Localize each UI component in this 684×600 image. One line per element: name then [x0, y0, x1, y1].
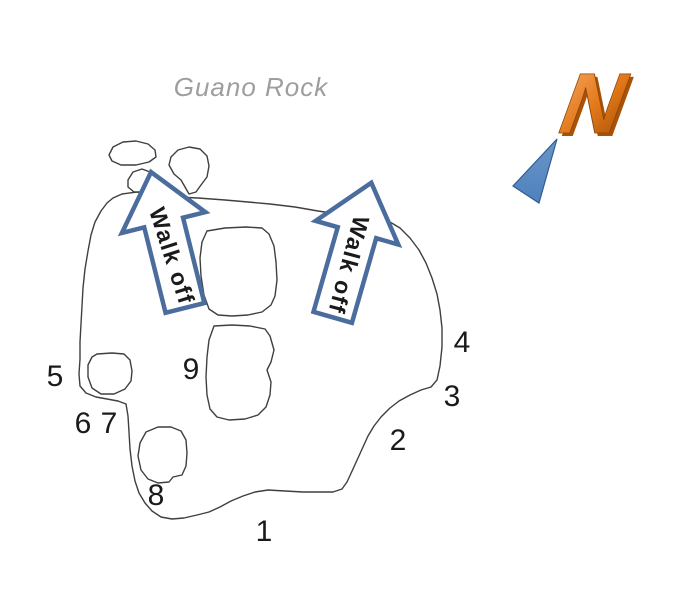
summit-block-lower: [205, 324, 275, 421]
ledge-block-route8: [137, 426, 188, 484]
route-label-8: 8: [148, 479, 165, 512]
route-label-2: 2: [390, 424, 407, 457]
walkoff-arrow-right: [310, 179, 403, 326]
detached-block-top-right: [168, 146, 210, 195]
compass-needle-icon: [512, 138, 558, 204]
route-label-6: 6: [75, 407, 92, 440]
route-label-7: 7: [101, 407, 118, 440]
ledge-block-route5: [87, 352, 133, 395]
route-label-1: 1: [256, 515, 273, 548]
route-label-9: 9: [183, 353, 200, 386]
route-label-4: 4: [454, 326, 471, 359]
route-label-3: 3: [444, 380, 461, 413]
detached-block-top-left: [108, 140, 157, 166]
route-label-5: 5: [47, 360, 64, 393]
route-labels: 1 2 3 4 5 6 7 8 9: [47, 326, 471, 548]
walkoff-arrows: [117, 168, 403, 326]
rock-outlines: [78, 140, 443, 520]
walkoff-arrow-left: [117, 168, 211, 316]
page-title: Guano Rock: [174, 72, 330, 102]
compass: N N: [512, 55, 646, 204]
summit-block-upper: [199, 226, 278, 317]
